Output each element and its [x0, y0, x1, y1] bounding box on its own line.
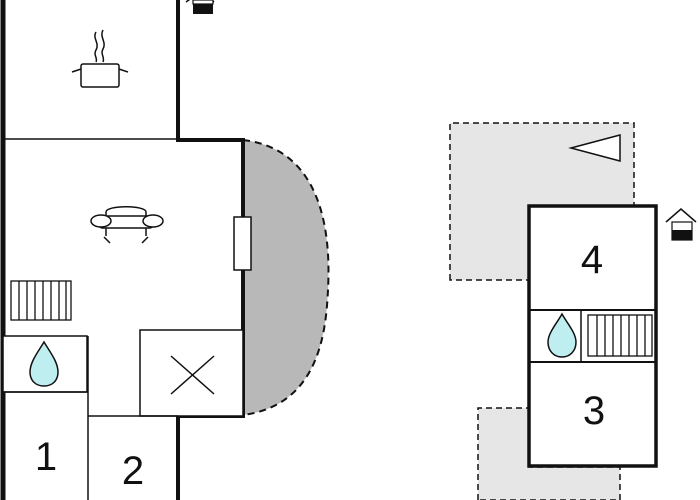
bedroom-4-label: 4	[581, 238, 603, 282]
bedroom-1-label: 1	[35, 435, 57, 479]
stairwell	[139, 329, 244, 417]
water-drop-icon	[547, 312, 577, 358]
radiator-icon	[10, 280, 72, 321]
curved-terrace	[242, 138, 330, 417]
entrance-house-icon	[665, 208, 697, 241]
stairwell-cross-icon	[170, 355, 215, 395]
terrace-door	[233, 216, 252, 271]
radiator-icon	[587, 314, 653, 357]
water-drop-icon	[29, 340, 59, 387]
cooking-pot-icon	[71, 29, 129, 88]
bedroom-3-label: 3	[583, 389, 605, 433]
entrance-house-icon-top	[185, 0, 215, 14]
triangle-marker-icon	[568, 134, 621, 162]
sofa-icon	[90, 206, 164, 244]
bedroom-2-label: 2	[122, 449, 144, 493]
